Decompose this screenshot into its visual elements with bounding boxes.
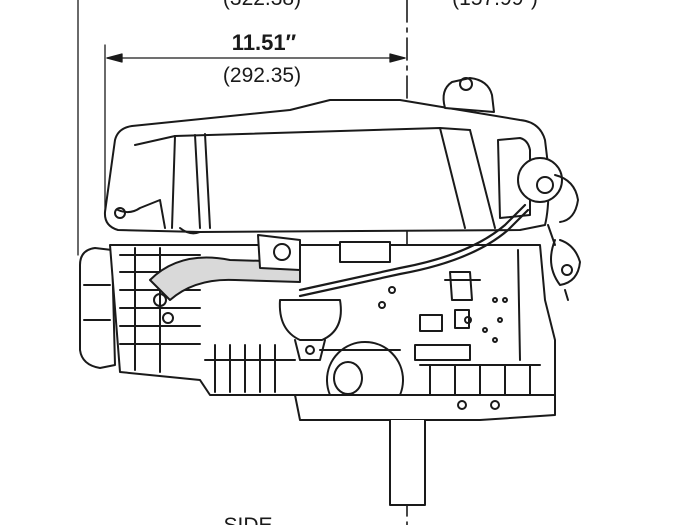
width-arrow-left [106, 53, 123, 63]
fuel-filter [257, 234, 391, 361]
top-right-dimension: (157.99") [452, 0, 538, 10]
width-dimension-mm: (292.35) [223, 64, 301, 87]
width-dimension-inches: 11.51″ [232, 30, 297, 55]
crankshaft [389, 419, 426, 506]
rewind-starter [79, 247, 116, 369]
top-left-dimension: (322.38) [223, 0, 301, 10]
view-label: SIDE [223, 514, 272, 525]
blower-housing [103, 99, 550, 235]
fuel-line [298, 203, 530, 298]
width-arrow-right [389, 53, 406, 63]
carburetor-assembly [497, 137, 581, 301]
dimension-lines [77, 0, 406, 256]
oil-fill-cap [442, 77, 495, 113]
governor-linkage [378, 271, 508, 361]
mounting-base [294, 394, 556, 421]
